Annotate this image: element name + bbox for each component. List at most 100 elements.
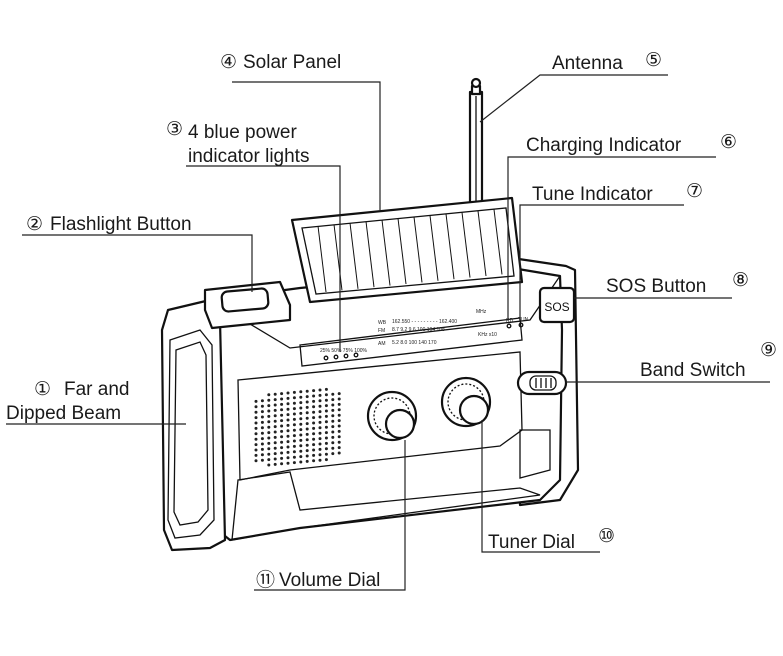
speaker-hole [267,431,271,435]
speaker-hole [337,408,341,412]
leader-lines [6,74,770,591]
dial-fm-label: FM [378,328,385,334]
speaker-hole [260,447,264,451]
speaker-hole [292,461,296,465]
speaker-hole [318,437,322,441]
speaker-hole [305,405,309,409]
flashlight-head [160,298,227,552]
speaker-hole [337,435,341,439]
solar-cell-line [349,222,359,289]
speaker-hole [280,462,284,466]
bottom-skirt [231,471,541,541]
speaker-hole [318,420,322,424]
speaker-hole [273,419,277,423]
speaker-hole [292,434,296,438]
speaker-hole [280,435,284,439]
solar-cell-line [381,219,391,286]
speaker-hole [305,438,309,442]
speaker-hole [280,440,284,444]
volume-knob[interactable] [366,390,418,442]
speaker-hole [286,434,290,438]
speaker-hole [292,439,296,443]
speaker-hole [337,397,341,401]
speaker-hole [312,448,316,452]
speaker-hole [305,449,309,453]
antenna-rod [468,77,484,210]
speaker-hole [312,432,316,436]
far-dipped-beam-num: ① [34,379,51,400]
speaker-hole [331,392,335,396]
speaker-hole [337,419,341,423]
speaker-hole [273,414,277,418]
callout-labels: ④ Solar Panel Antenna ⑤ ③ 4 blue power i… [6,50,777,591]
speaker-hole [286,456,290,460]
speaker-hole [286,423,290,427]
speaker-hole [305,459,309,463]
solar-cell-line [317,225,327,293]
speaker-hole [267,463,271,467]
speaker-hole [267,436,271,440]
flashlight-button-label: Flashlight Button [50,214,192,235]
antenna-num: ⑤ [645,50,662,71]
speaker-hole [312,421,316,425]
sos-button[interactable] [538,286,576,324]
flashlight-button[interactable] [220,287,270,313]
speaker-hole [267,398,271,402]
speaker-hole [273,403,277,407]
leader-tune-indicator [519,204,684,320]
speaker-hole [324,441,328,445]
speaker-hole [254,405,258,409]
solar-cell-line [445,213,455,280]
speaker-hole [312,389,316,393]
speaker-hole [260,458,264,462]
speaker-hole [299,401,303,405]
speaker-hole [337,451,341,455]
speaker-hole [337,413,341,417]
speaker-hole [267,404,271,408]
speaker-hole [318,415,322,419]
speaker-hole [273,435,277,439]
speaker-hole [260,437,264,441]
speaker-hole [254,410,258,414]
tuner-dial-num: ⑩ [598,526,615,547]
speaker-hole [337,392,341,396]
speaker-hole [267,452,271,456]
speaker-hole [254,426,258,430]
speaker-hole [280,424,284,428]
speaker-hole [318,442,322,446]
speaker-hole [267,420,271,424]
dial-scale-text: WB 162.550 - - - - - - - - - 162.400 MHz… [320,309,529,354]
speaker-hole [292,412,296,416]
speaker-hole [324,447,328,451]
speaker-hole [324,420,328,424]
dial-am-unit: KHz x10 [478,332,497,338]
speaker-hole [280,397,284,401]
speaker-hole [324,458,328,462]
speaker-hole [299,417,303,421]
tuner-knob[interactable] [440,376,492,428]
volume-dial-num: ⑪ [256,569,275,591]
speaker-hole [324,393,328,397]
speaker-hole [273,446,277,450]
speaker-hole [273,441,277,445]
speaker-hole [286,391,290,395]
power-lights-label-line2: indicator lights [188,146,309,167]
tune-led-label: TUN [518,317,529,323]
speaker-hole [299,455,303,459]
dial-wb-scale: 162.550 - - - - - - - - - 162.400 [392,319,457,325]
speaker-hole [280,402,284,406]
speaker-hole [305,443,309,447]
speaker-hole [318,399,322,403]
band-switch[interactable] [516,370,568,396]
speaker-hole [292,401,296,405]
speaker-hole [312,459,316,463]
solar-cell-line [461,212,471,278]
speaker-hole [267,425,271,429]
speaker-hole [286,461,290,465]
charging-indicator-num: ⑥ [720,132,737,153]
leader-solar-panel [232,81,381,210]
speaker-hole [337,402,341,406]
speaker-hole [312,394,316,398]
speaker-hole [299,444,303,448]
